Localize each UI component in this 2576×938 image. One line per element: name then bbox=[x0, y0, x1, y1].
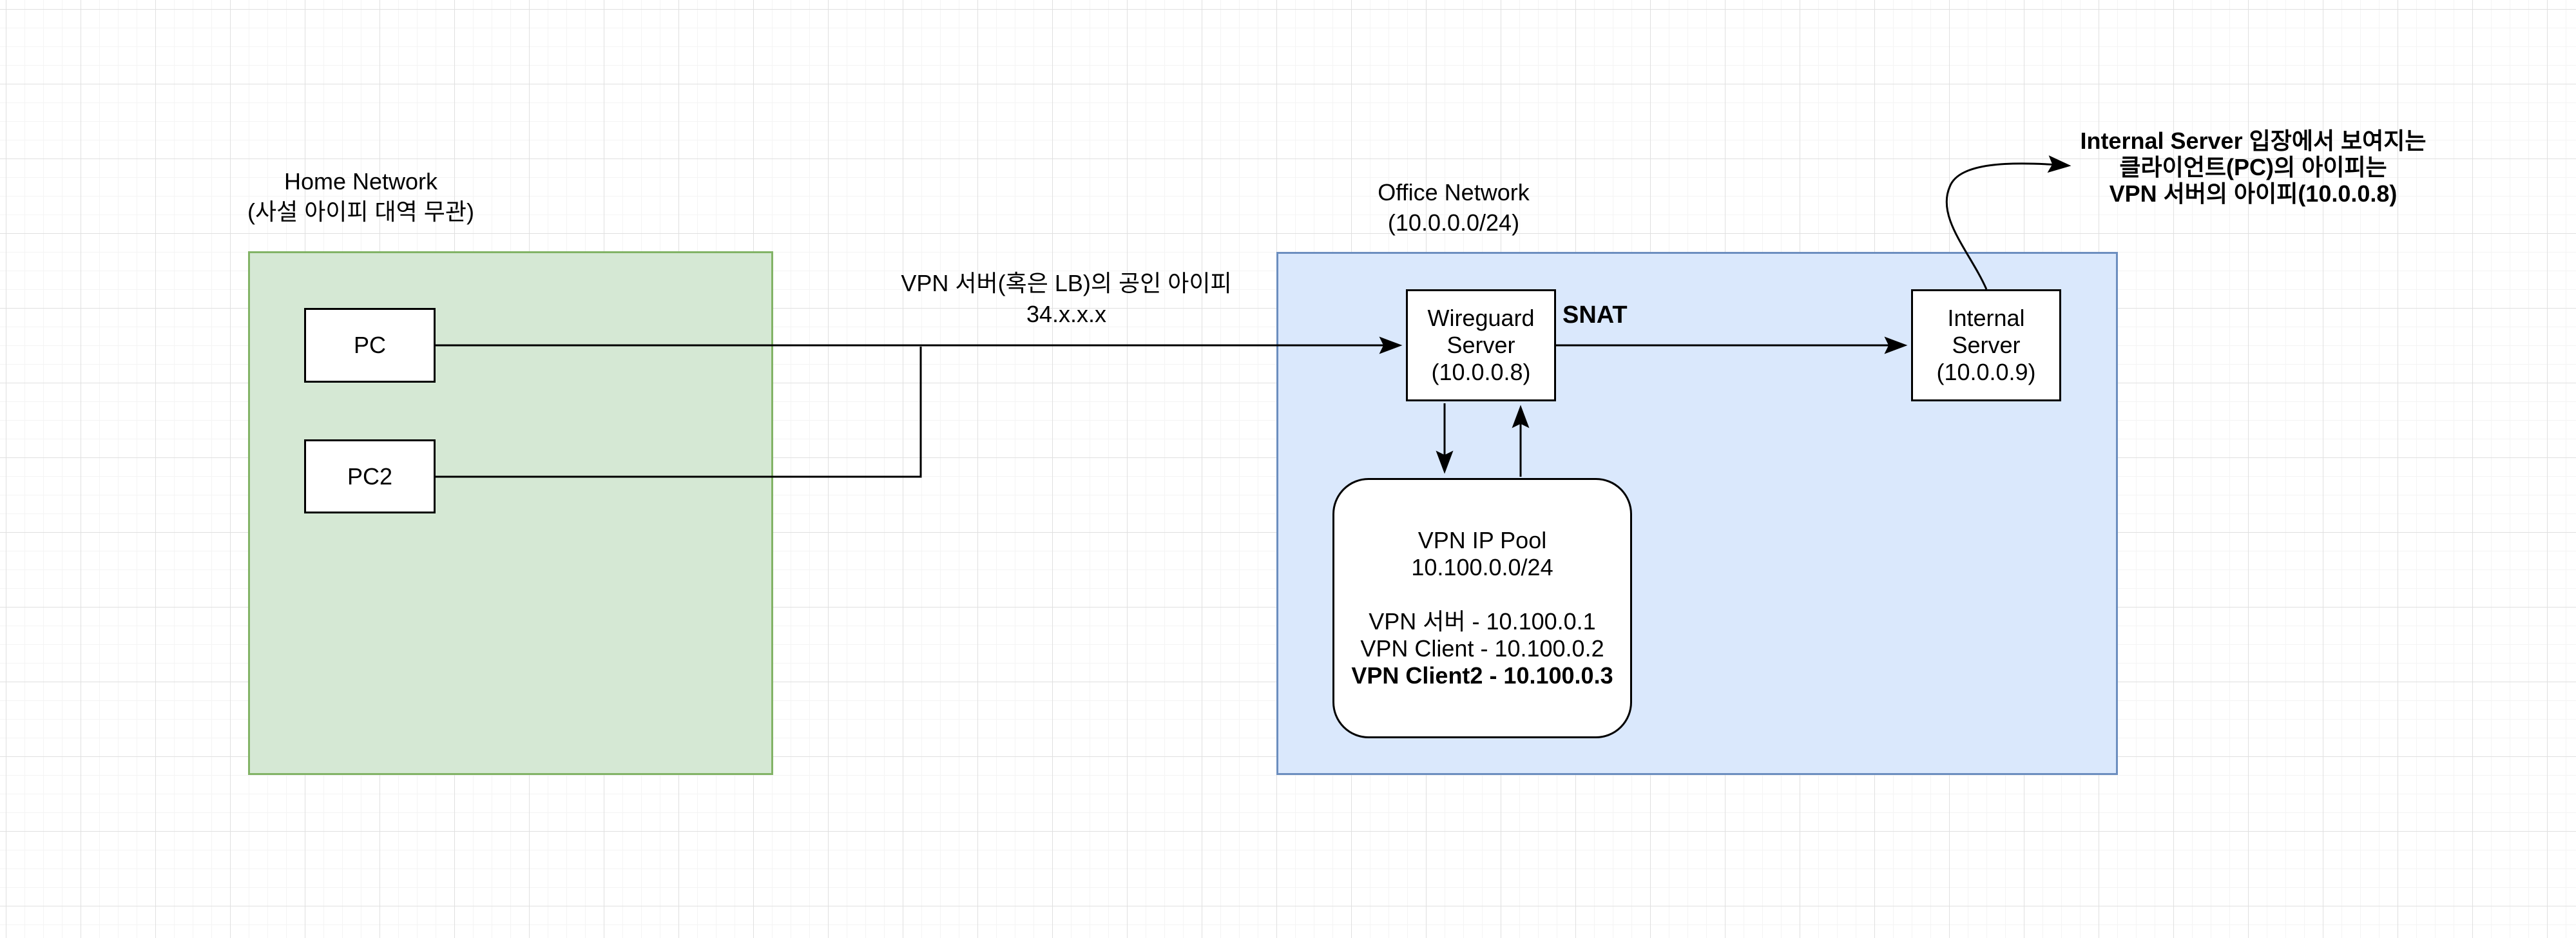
vpn-pool-title: VPN IP Pool bbox=[1418, 527, 1547, 553]
vpn-ip-pool-node[interactable]: VPN IP Pool 10.100.0.0/24 VPN 서버 - 10.10… bbox=[1332, 478, 1632, 738]
office-network-label-line2: (10.0.0.0/24) bbox=[1387, 209, 1520, 236]
vpn-pool-client2-ip: VPN Client2 - 10.100.0.3 bbox=[1351, 662, 1613, 689]
pc-node-label: PC bbox=[353, 332, 386, 358]
vpn-pool-cidr: 10.100.0.0/24 bbox=[1411, 554, 1553, 580]
vpn-pool-server-ip: VPN 서버 - 10.100.0.1 bbox=[1369, 608, 1596, 635]
internal-server-label-line2: Server bbox=[1952, 332, 2021, 358]
internal-server-ip: (10.0.0.9) bbox=[1936, 359, 2036, 385]
pc2-node[interactable]: PC2 bbox=[304, 439, 436, 513]
vpn-public-ip-label-line2: 34.x.x.x bbox=[1026, 301, 1107, 327]
wireguard-server-node[interactable]: Wireguard Server (10.0.0.8) bbox=[1406, 289, 1556, 401]
internal-server-label-line1: Internal bbox=[1947, 305, 2025, 331]
client-ip-annotation-line2: 클라이언트(PC)의 아이피는 bbox=[2119, 154, 2387, 180]
vpn-pool-spacer bbox=[1334, 581, 1630, 608]
wireguard-server-label-line2: Server bbox=[1447, 332, 1515, 358]
vpn-public-ip-label-line1: VPN 서버(혹은 LB)의 공인 아이피 bbox=[901, 270, 1232, 296]
client-ip-annotation-line1: Internal Server 입장에서 보여지는 bbox=[2080, 128, 2427, 154]
home-network-label-line2: (사설 아이피 대역 무관) bbox=[247, 198, 475, 225]
wireguard-server-label-line1: Wireguard bbox=[1427, 305, 1535, 331]
home-network-label-line1: Home Network bbox=[284, 168, 438, 195]
client-ip-annotation-line3: VPN 서버의 아이피(10.0.0.8) bbox=[2109, 180, 2398, 207]
office-network-label[interactable]: Office Network (10.0.0.0/24) bbox=[1378, 177, 1529, 238]
pc2-node-label: PC2 bbox=[347, 463, 393, 490]
client-ip-annotation[interactable]: Internal Server 입장에서 보여지는 클라이언트(PC)의 아이피… bbox=[2080, 128, 2426, 207]
office-network-label-line1: Office Network bbox=[1378, 179, 1530, 206]
vpn-public-ip-label[interactable]: VPN 서버(혹은 LB)의 공인 아이피 34.x.x.x bbox=[901, 268, 1231, 330]
internal-server-node[interactable]: Internal Server (10.0.0.9) bbox=[1911, 289, 2061, 401]
wireguard-server-ip: (10.0.0.8) bbox=[1431, 359, 1531, 385]
snat-label[interactable]: SNAT bbox=[1562, 302, 1628, 329]
pc-node[interactable]: PC bbox=[304, 308, 436, 383]
home-network-label[interactable]: Home Network (사설 아이피 대역 무관) bbox=[247, 166, 474, 227]
vpn-pool-client-ip: VPN Client - 10.100.0.2 bbox=[1360, 635, 1604, 662]
